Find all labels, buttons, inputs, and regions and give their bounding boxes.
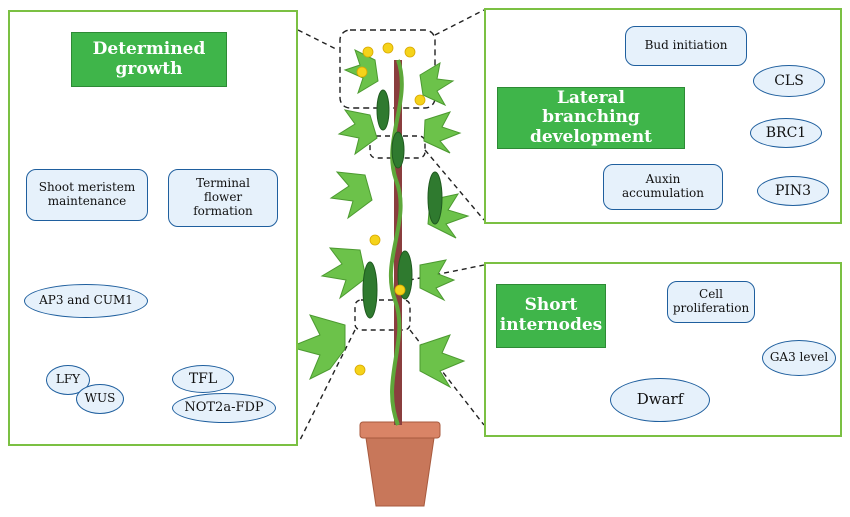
leaf-icon (288, 49, 470, 389)
brc1-node: BRC1 (750, 118, 822, 148)
lateral-branching-box: Lateral branching development (497, 87, 685, 149)
ga3-level-node: GA3 level (762, 340, 836, 376)
short-internodes-box: Short internodes (496, 284, 606, 348)
stake-icon (394, 60, 402, 425)
dwarf-node: Dwarf (610, 378, 710, 422)
zoom-line (297, 29, 339, 51)
tfl-node: TFL (172, 365, 234, 393)
auxin-accumulation-node: Auxin accumulation (603, 164, 723, 210)
determined-growth-box: Determined growth (71, 32, 227, 87)
pot-icon (359, 421, 441, 507)
stem-icon (388, 59, 404, 426)
wus-node: WUS (76, 384, 124, 414)
ap3-cum1-node: AP3 and CUM1 (24, 284, 148, 318)
zoom-line (299, 329, 356, 441)
flower-icon (354, 42, 426, 376)
zoom-box-low (354, 299, 411, 331)
terminal-flower-node: Terminal flower formation (168, 169, 278, 227)
pin3-node: PIN3 (757, 176, 829, 206)
bud-initiation-node: Bud initiation (625, 26, 747, 66)
cell-proliferation-node: Cell proliferation (667, 281, 755, 323)
zoom-line (434, 9, 485, 36)
lfy-node: LFY (46, 365, 90, 395)
not2a-fdp-node: NOT2a-FDP (172, 393, 276, 423)
zoom-line (424, 149, 485, 221)
cls-node: CLS (753, 65, 825, 97)
shoot-meristem-node: Shoot meristem maintenance (26, 169, 148, 221)
